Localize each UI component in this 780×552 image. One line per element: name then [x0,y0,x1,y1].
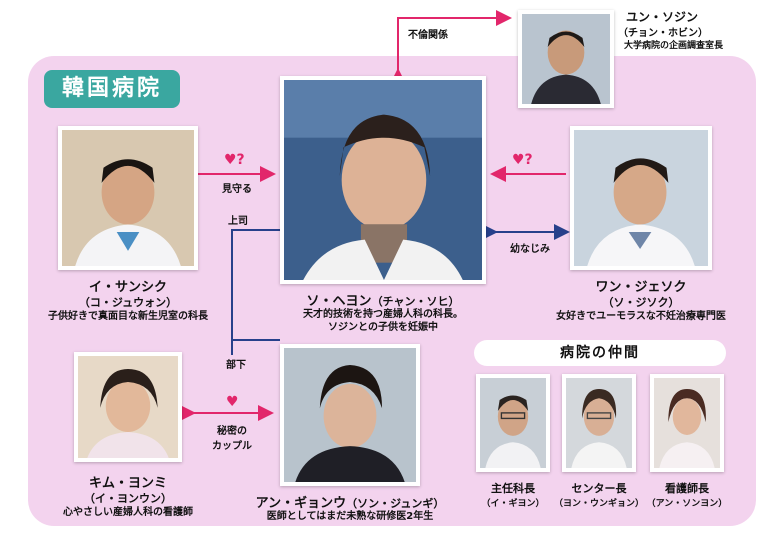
kim-photo [74,352,182,462]
seo-desc1: 天才的技術を持つ産婦人科の科長。 [303,309,463,320]
kim-actor: （イ・ヨンウン） [84,492,172,505]
affair-line [390,10,512,84]
subordinate-label: 部下 [226,360,246,371]
nurse-name: 看護師長 [665,482,709,495]
chief-actor: （イ・ギヨン） [481,499,545,509]
affair-label: 不倫関係 [408,30,448,41]
hospital-tag: 韓国病院 [44,70,180,108]
wang-photo [570,126,712,270]
ahn-photo [280,344,420,486]
yun-photo [518,10,614,108]
seo-photo [280,76,486,284]
wang-name: ワン・ジェソク [595,280,687,295]
lee-desc: 子供好きで真面目な新生児室の科長 [48,311,208,322]
kim-name: キム・ヨンミ [88,476,167,491]
center-actor: （ヨン・ウンギョン） [553,499,644,509]
lee-name: イ・サンシク [88,280,167,295]
chief-name: 主任科長 [491,482,535,495]
wang-desc: 女好きでユーモラスな不妊治療専門医 [556,311,726,322]
ahn-desc: 医師としてはまだ未熟な研修医2年生 [266,511,434,522]
chief-photo [476,374,550,472]
seo-name-text: ソ・ヘヨン [306,294,372,309]
watch-label: 見守る [222,184,252,195]
ahn-name: アン・ギョンウ（ソン・ジュンギ） [254,492,446,511]
seo-desc2: ソジンとの子供を妊娠中 [328,322,438,333]
secret-couple-label: 秘密の カップル [212,422,252,452]
yun-name: ユン・ソジン [626,10,699,24]
center-name: センター長 [571,482,627,495]
heart-lee: ♥? [224,152,245,168]
yun-actor: （チョン・ホビン） [618,28,708,39]
kim-desc: 心やさしい産婦人科の看護師 [63,507,193,518]
boss-label: 上司 [228,216,248,227]
ahn-name-text: アン・ギョンウ [255,496,347,511]
yun-desc: 大学病院の企画調査室長 [624,41,724,51]
seo-actor: （チャン・ソヒ） [371,295,460,308]
ahn-actor: （ソン・ジュンギ） [346,497,445,510]
boss-line [231,229,280,341]
nurse-photo [650,374,724,472]
center-photo [562,374,636,472]
secret-couple-line1: 秘密の [217,426,247,437]
nurse-actor: （アン・ソンヨン） [646,499,728,509]
lee-photo [58,126,198,270]
secret-couple-line2: カップル [212,441,252,452]
seo-name: ソ・ヘヨン（チャン・ソヒ） [270,290,496,309]
childhood-label: 幼なじみ [510,244,550,255]
lee-actor: （コ・ジュウォン） [78,296,178,309]
heart-couple: ♥ [226,394,239,410]
wang-actor: （ソ・ジソク） [602,296,680,309]
colleagues-title: 病院の仲間 [474,340,726,366]
heart-wang: ♥? [512,152,533,168]
